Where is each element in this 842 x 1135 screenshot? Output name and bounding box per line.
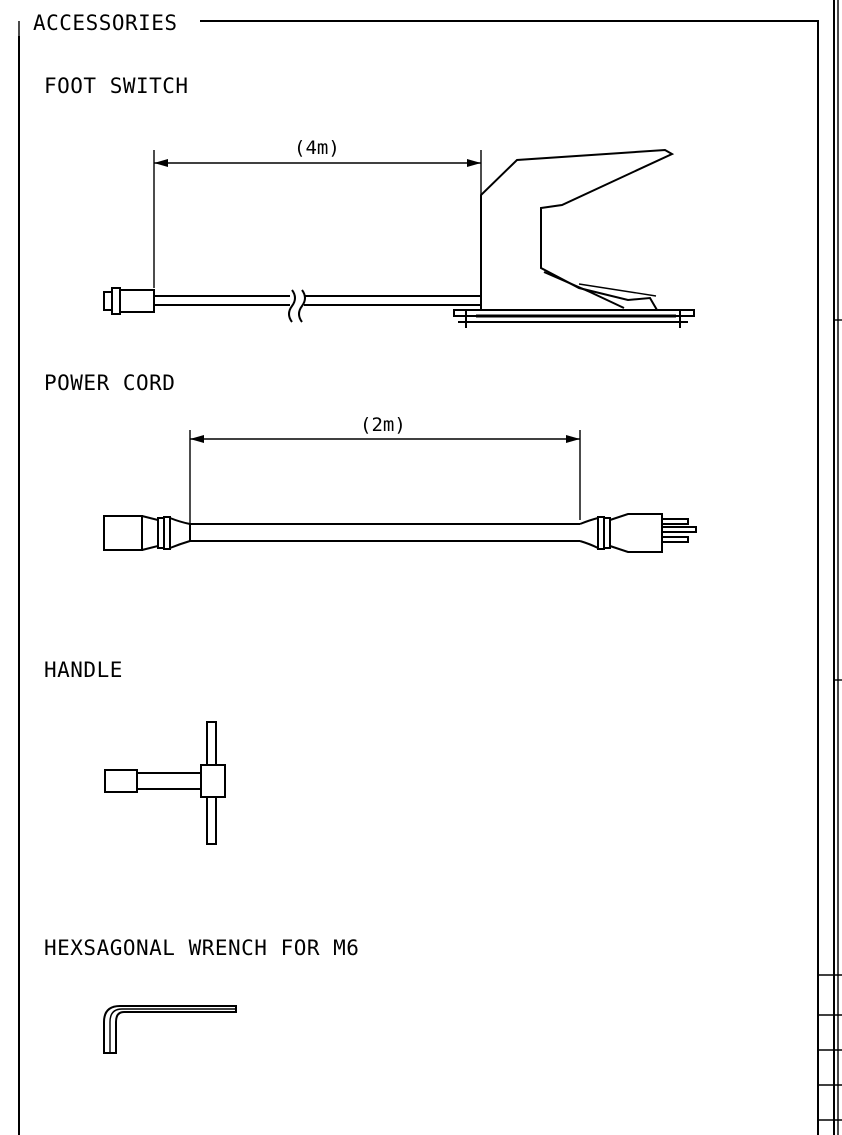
handle-drawing xyxy=(104,721,226,845)
foot-switch-length: (4m) xyxy=(294,137,340,159)
power-cord-label: POWER CORD xyxy=(44,371,175,395)
foot-switch-drawing xyxy=(103,148,695,328)
power-cord-dimension xyxy=(189,430,581,523)
power-cord-drawing xyxy=(103,513,697,553)
drawing-frame xyxy=(18,0,842,1135)
wrench-label: HEXSAGONAL WRENCH FOR M6 xyxy=(44,936,359,960)
handle-label: HANDLE xyxy=(44,658,123,682)
foot-switch-label: FOOT SWITCH xyxy=(44,74,189,98)
wrench-drawing xyxy=(103,1005,237,1054)
power-cord-length: (2m) xyxy=(360,414,406,436)
foot-switch-dimension xyxy=(153,150,482,288)
frame-title: ACCESSORIES xyxy=(33,11,178,35)
